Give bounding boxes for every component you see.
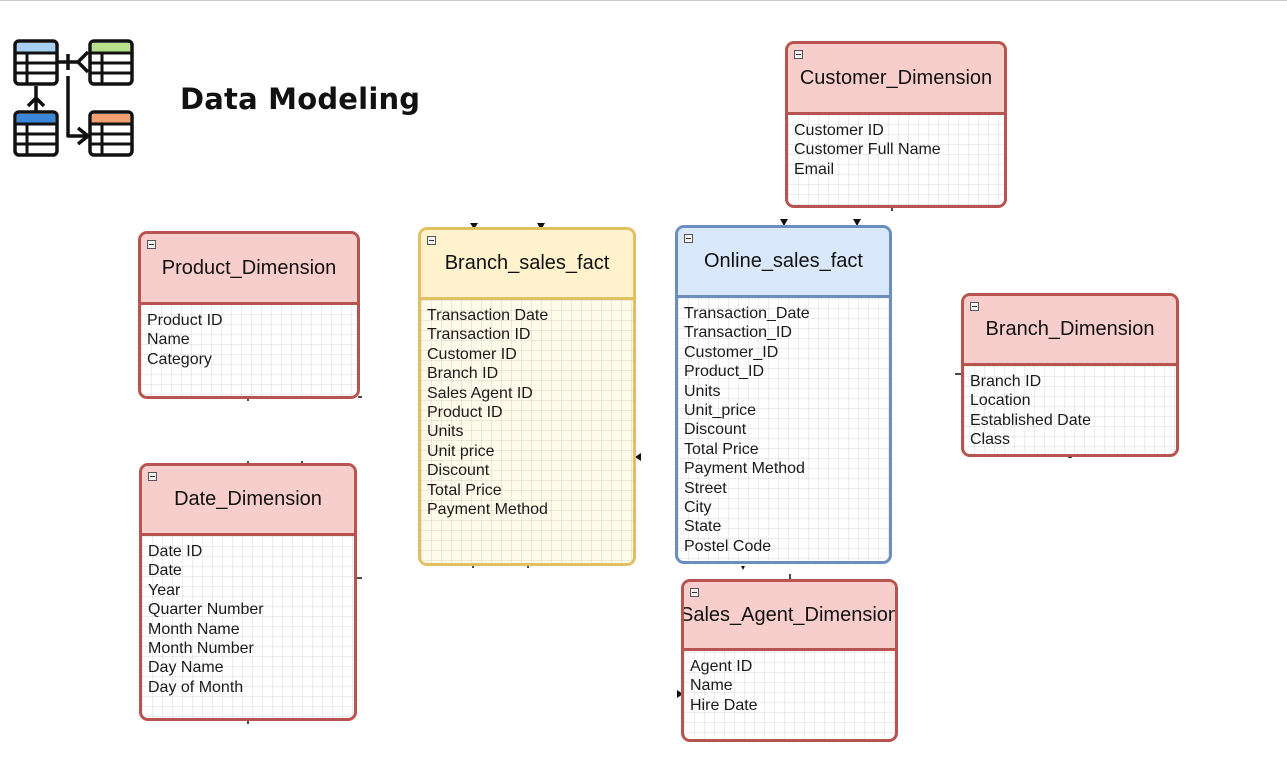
- field-row: Product ID: [147, 312, 223, 329]
- entity-online-sales-fact[interactable]: Online_sales_fact Transaction_Date Trans…: [675, 225, 892, 564]
- collapse-icon[interactable]: [970, 302, 979, 311]
- field-row: Customer_ID: [684, 343, 779, 361]
- collapse-icon[interactable]: [427, 236, 436, 245]
- field-list: Product ID Name Category: [141, 305, 357, 369]
- field-row: Transaction_Date: [684, 305, 810, 322]
- field-list: Branch ID Location Established Date Clas…: [964, 366, 1176, 450]
- entity-header[interactable]: Online_sales_fact: [678, 228, 889, 298]
- field-row: Transaction_ID: [684, 324, 792, 342]
- collapse-icon[interactable]: [684, 234, 693, 243]
- field-row: City: [684, 499, 712, 517]
- field-row: Day of Month: [148, 678, 244, 696]
- field-list: Customer ID Customer Full Name Email: [788, 115, 1004, 179]
- field-row: Transaction ID: [427, 326, 531, 344]
- collapse-icon[interactable]: [794, 50, 803, 59]
- collapse-icon[interactable]: [147, 240, 156, 249]
- field-row: Street: [684, 479, 727, 497]
- entity-title: Date_Dimension: [174, 488, 322, 510]
- page-title: Data Modeling: [180, 82, 421, 116]
- field-row: Name: [690, 677, 733, 695]
- entity-header[interactable]: Branch_sales_fact: [421, 230, 633, 300]
- field-row: Branch ID: [970, 373, 1042, 390]
- field-row: Transaction Date: [427, 307, 549, 324]
- field-row: Payment Method: [684, 460, 805, 478]
- field-row: Customer ID: [794, 122, 884, 139]
- entity-title: Branch_sales_fact: [444, 252, 610, 274]
- connector-arrow: [741, 566, 745, 570]
- entity-customer-dimension[interactable]: Customer_Dimension Customer ID Customer …: [785, 41, 1007, 208]
- field-row: Category: [147, 350, 212, 368]
- entity-product-dimension[interactable]: Product_Dimension Product ID Name Catego…: [138, 231, 360, 399]
- entity-header[interactable]: Customer_Dimension: [788, 44, 1004, 115]
- collapse-icon[interactable]: [690, 588, 699, 597]
- field-row: Customer Full Name: [794, 141, 941, 159]
- field-row: Payment Method: [427, 501, 548, 519]
- field-row: Unit price: [427, 442, 495, 460]
- field-row: Customer ID: [427, 345, 517, 363]
- field-row: Total Price: [427, 481, 502, 499]
- collapse-icon[interactable]: [148, 472, 157, 481]
- entity-title: Sales_Agent_Dimension: [681, 603, 898, 626]
- entity-title: Customer_Dimension: [799, 66, 993, 89]
- field-row: Branch ID: [427, 365, 499, 383]
- field-row: Location: [970, 392, 1031, 410]
- field-row: Email: [794, 160, 835, 178]
- field-row: Product_ID: [684, 363, 765, 381]
- field-row: Day Name: [148, 659, 224, 677]
- field-list: Date ID Date Year Quarter Number Month N…: [142, 536, 354, 697]
- top-divider: [0, 0, 1287, 1]
- entity-header[interactable]: Date_Dimension: [142, 466, 354, 536]
- field-row: Month Name: [148, 620, 240, 638]
- field-list: Transaction Date Transaction ID Customer…: [421, 300, 633, 519]
- field-row: Date: [148, 562, 182, 580]
- field-row: Year: [148, 581, 181, 599]
- entity-title: Branch_Dimension: [985, 318, 1155, 340]
- entity-header[interactable]: Product_Dimension: [141, 234, 357, 305]
- entity-header[interactable]: Branch_Dimension: [964, 296, 1176, 366]
- field-row: Class: [970, 431, 1011, 449]
- field-row: Quarter Number: [148, 601, 264, 619]
- field-row: Sales Agent ID: [427, 384, 533, 402]
- database-schema-icon: [13, 39, 134, 157]
- field-row: Discount: [427, 462, 490, 480]
- field-row: Agent ID: [690, 658, 753, 675]
- field-row: Total Price: [684, 440, 759, 458]
- field-list: Transaction_Date Transaction_ID Customer…: [678, 298, 889, 556]
- field-row: State: [684, 518, 722, 536]
- field-row: Month Number: [148, 640, 254, 658]
- field-list: Agent ID Name Hire Date: [684, 651, 895, 715]
- field-row: Unit_price: [684, 402, 757, 420]
- entity-branch-dimension[interactable]: Branch_Dimension Branch ID Location Esta…: [961, 293, 1179, 457]
- field-row: Product ID: [427, 404, 503, 422]
- entity-date-dimension[interactable]: Date_Dimension Date ID Date Year Quarter…: [139, 463, 357, 721]
- entity-title: Online_sales_fact: [704, 250, 863, 272]
- field-row: Units: [684, 382, 721, 400]
- field-row: Hire Date: [690, 696, 758, 714]
- entity-sales-agent-dimension[interactable]: Sales_Agent_Dimension Agent ID Name Hire…: [681, 579, 898, 742]
- field-row: Name: [147, 331, 190, 349]
- field-row: Postel Code: [684, 537, 772, 555]
- entity-branch-sales-fact[interactable]: Branch_sales_fact Transaction Date Trans…: [418, 227, 636, 566]
- field-row: Discount: [684, 421, 747, 439]
- entity-title: Product_Dimension: [161, 256, 337, 279]
- entity-header[interactable]: Sales_Agent_Dimension: [684, 582, 895, 651]
- field-row: Date ID: [148, 543, 203, 560]
- field-row: Established Date: [970, 411, 1091, 429]
- field-row: Units: [427, 423, 464, 441]
